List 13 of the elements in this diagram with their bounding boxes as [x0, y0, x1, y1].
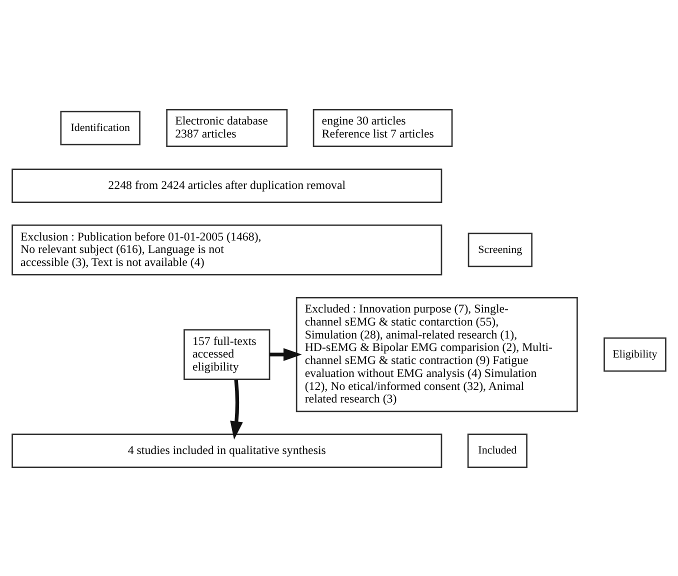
node-box: Included: [467, 433, 528, 468]
node-box: Excluded : Innovation purpose (7), Single-channel sEMG & static contarction (55), Simulation (28), animal-related research (1), HD-sEMG & Bipolar EMG comparision (2), Multi-channel sEMG & static contraction (9) Fatigue evaluation without EMG analysis (4) Simulation (12), No etical/informed consent (32), Animal related research (3): [296, 296, 578, 412]
node-box: 2248 from 2424 articles after duplication removal: [12, 168, 442, 202]
arrow: [230, 378, 243, 440]
node-box: 4 studies included in qualitative synthesis: [12, 433, 442, 468]
node-box: Exclusion : Publication before 01-01-2005 (1468), No relevant subject (616), Language is not accessible (3), Text is not available (4): [12, 224, 442, 275]
node-box: engine 30 articles Reference list 7 articles: [312, 108, 453, 147]
node-box: Electronic database 2387 articles: [166, 108, 288, 147]
node-box: 157 full-texts accessed eligibility: [184, 328, 270, 380]
node-box: Screening: [468, 232, 532, 267]
arrow: [270, 348, 302, 360]
node-box: Eligibility: [604, 336, 666, 372]
node-box: Identification: [60, 110, 140, 145]
